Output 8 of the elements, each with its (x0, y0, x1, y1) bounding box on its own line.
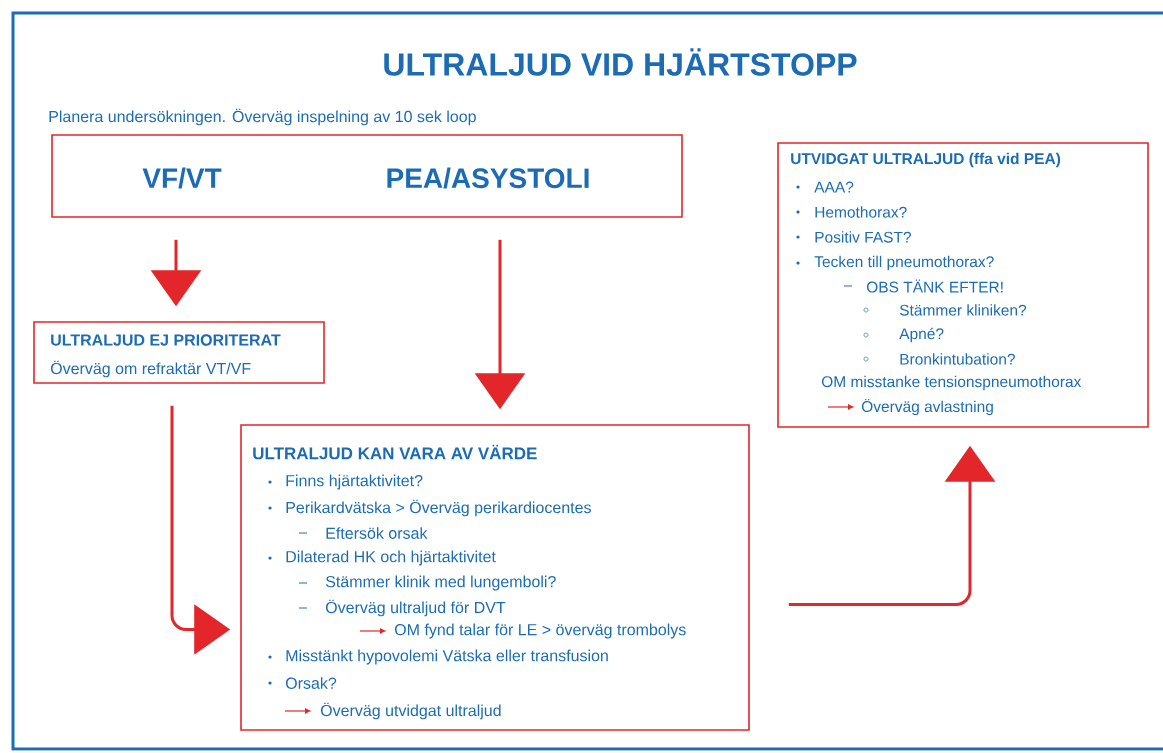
text-box: ULTRALJUD KAN VARA AV VÄRDE Finns hjärtaktivitet? Perikardvätska > Överväg perikardiocentes Eftersök orsak Dilaterad HK och hjärtaktivitet Stämmer klinik med lungemboli? Överväg ultraljud för DVT OM fynd talar för LE > överväg trombolys Misstänkt hypovolemi Vätska eller transfusion Orsak? Överväg utvidgat ultraljud (240, 424, 750, 731)
heading: PEA/ASYSTOLI (387, 167, 589, 189)
text-box: UTVIDGAT ULTRALJUD (ffa vid PEA) AAA? Hemothorax? Positiv FAST? Tecken till pneumothorax? OBS TÄNK EFTER! Stämmer kliniken? Apné? Bronkintubation? OM misstanke tensionspneumothorax Överväg avlastning (777, 142, 1149, 428)
text-box: ULTRALJUD EJ PRIORITERAT Överväg om refraktär VT/VF (33, 321, 325, 384)
panel (51, 134, 683, 218)
heading: VF/VT (142, 167, 222, 189)
title: ULTRALJUD VID HJÄRTSTOPP (384, 48, 857, 76)
note: Planera undersökningen. Överväg inspelning av 10 sek loop (49, 108, 476, 126)
